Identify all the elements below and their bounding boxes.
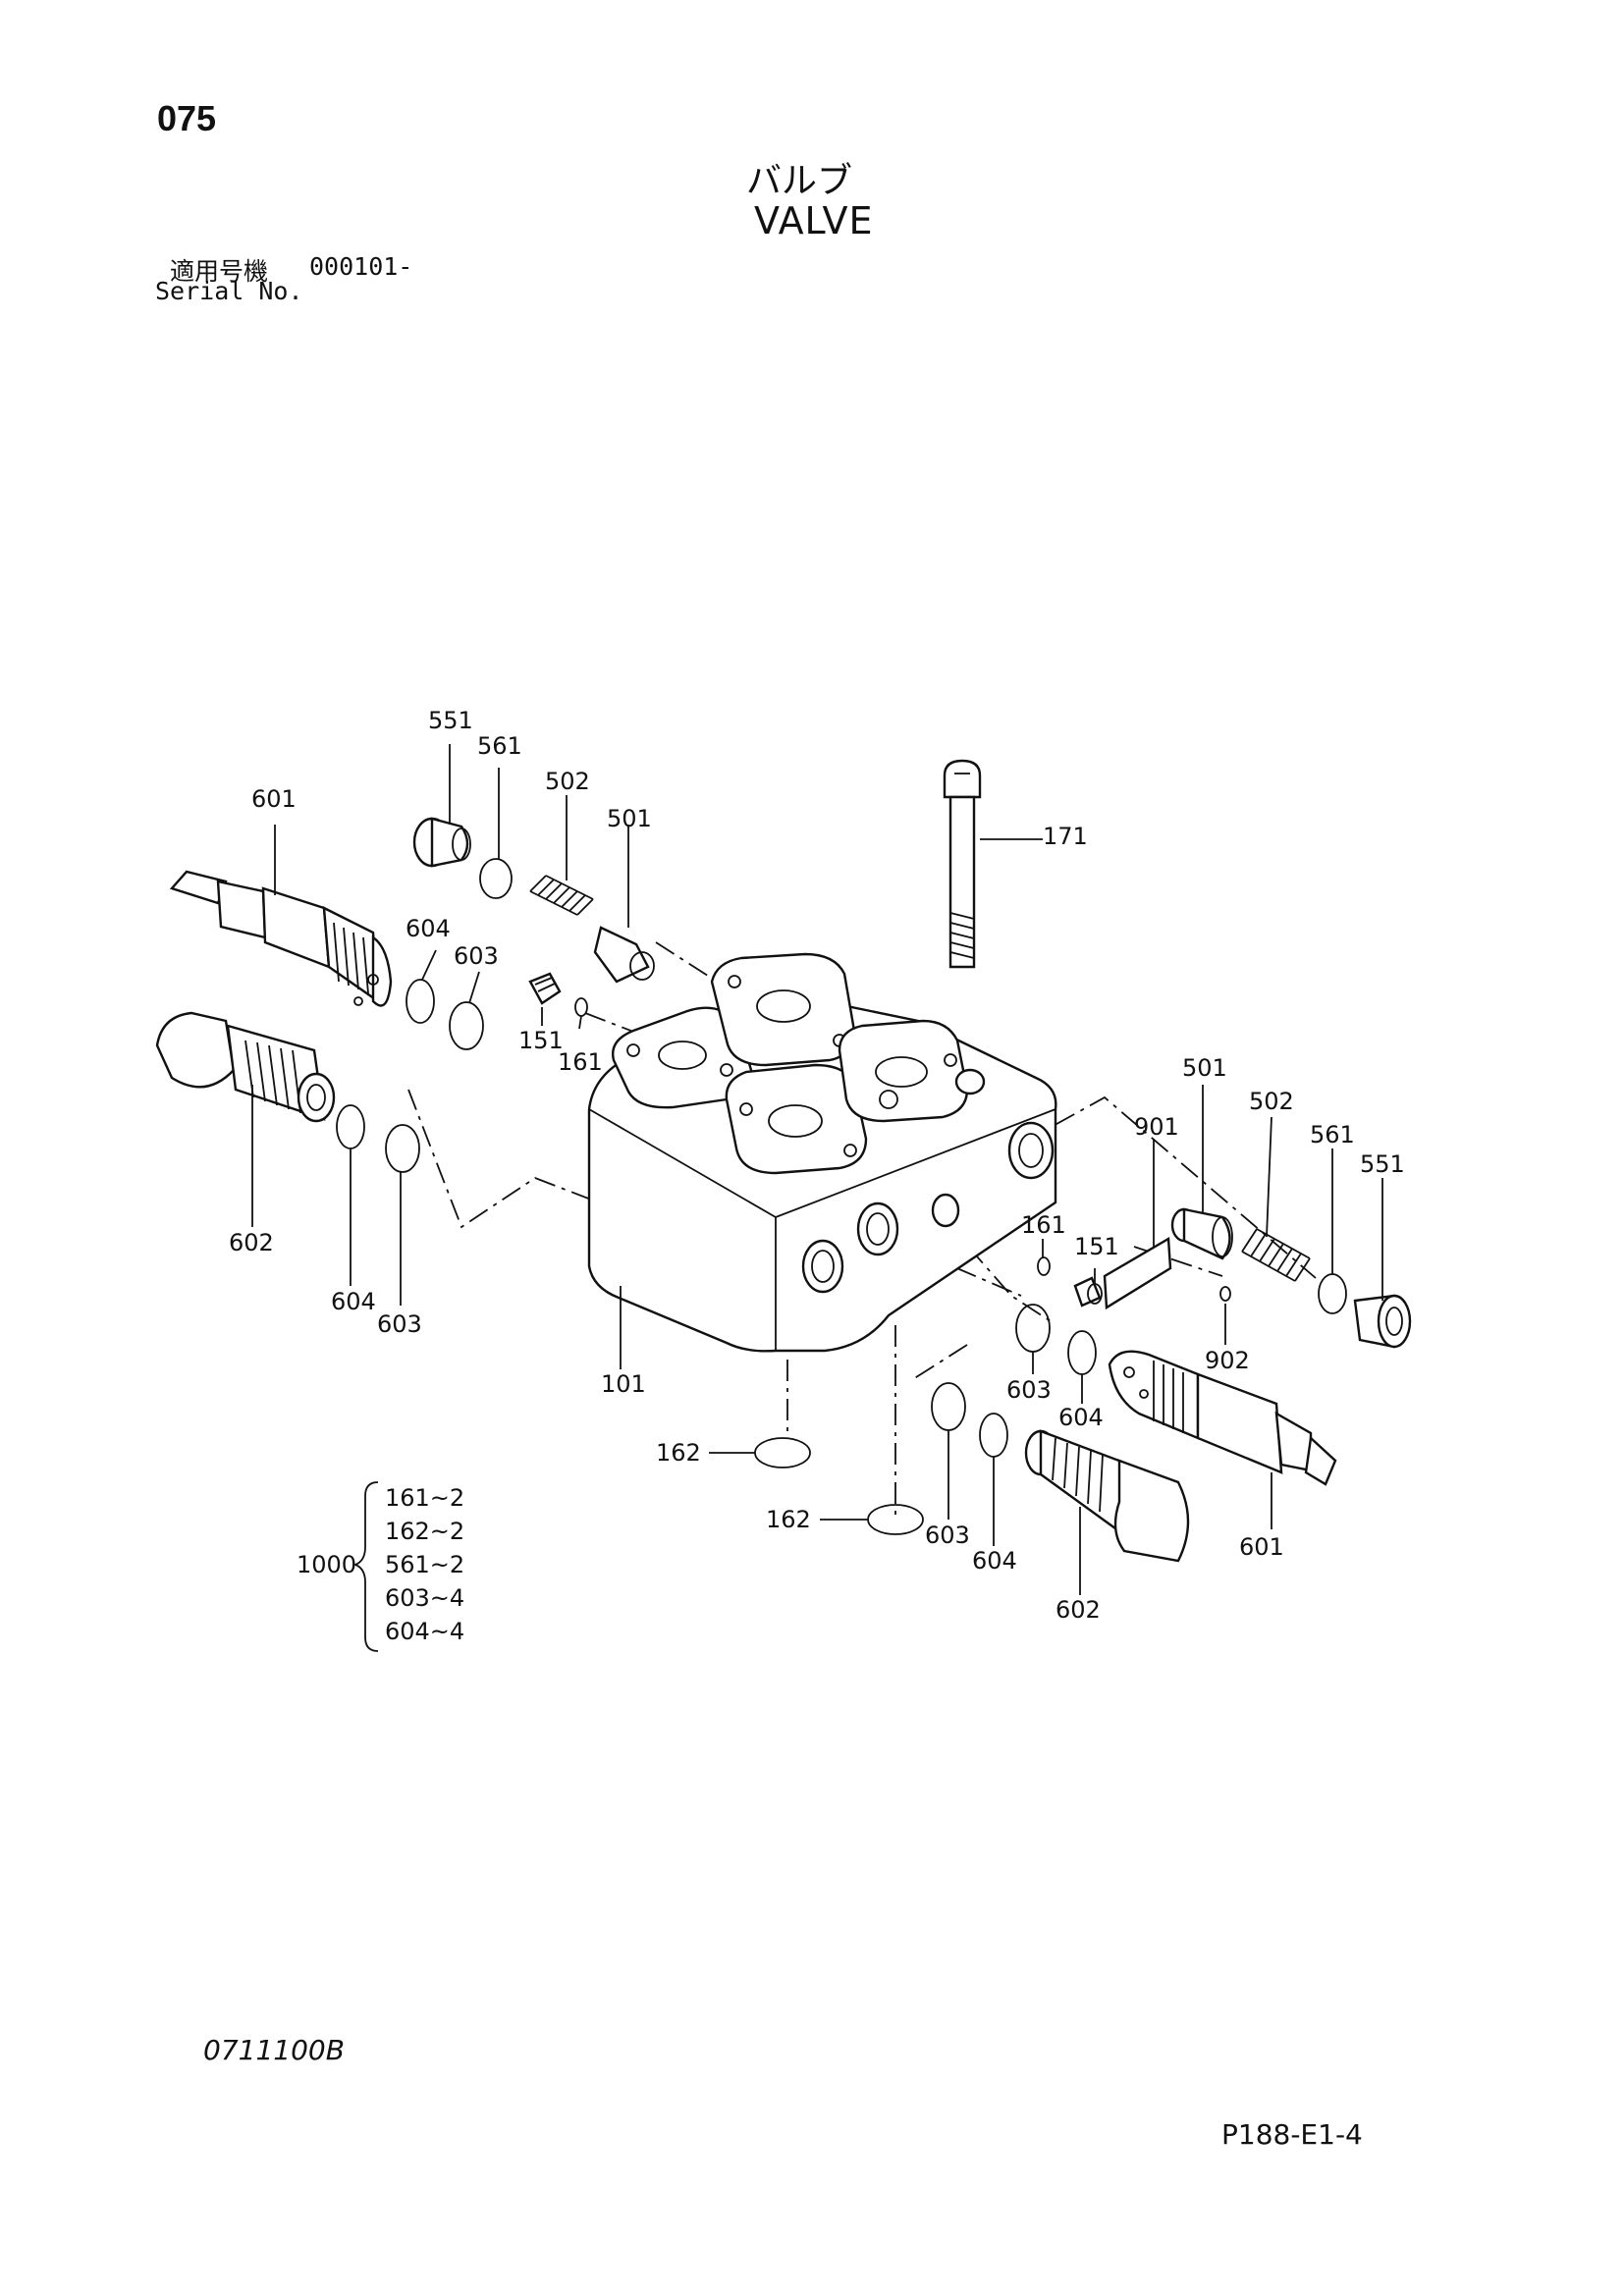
callout-602-right: 602 [1056, 1596, 1101, 1624]
page-code: P188-E1-4 [1221, 2118, 1363, 2151]
kit-number: 1000 [297, 1551, 357, 1578]
serial-label-jp: 適用号機 [170, 257, 269, 286]
cartridge-601-left [169, 870, 393, 1007]
callout-604-upper: 604 [406, 915, 451, 942]
drawing-code: 0711100B [203, 2034, 345, 2066]
o-ring-603-upper [449, 1001, 484, 1050]
callout-901: 901 [1134, 1113, 1179, 1141]
callout-101: 101 [601, 1370, 646, 1398]
title-japanese: バルブ [746, 161, 853, 201]
callout-171: 171 [1043, 823, 1088, 850]
cap-plug-551-left [412, 817, 471, 868]
snap-ring-604-lower [336, 1104, 365, 1149]
o-ring-561-right [1318, 1273, 1347, 1314]
snap-ring-604-bottom [979, 1413, 1008, 1458]
callout-602-left: 602 [229, 1229, 274, 1256]
o-ring-161-right [1037, 1256, 1051, 1276]
callout-551-left: 551 [428, 707, 473, 734]
callout-603-bottom: 603 [925, 1522, 970, 1549]
kit-item: 603~4 [385, 1584, 465, 1612]
callout-601-left: 601 [251, 785, 297, 813]
callout-603-lower: 603 [377, 1310, 422, 1338]
callout-502-right: 502 [1249, 1088, 1294, 1115]
spring-502-left [529, 875, 594, 916]
o-ring-161-left [574, 997, 588, 1017]
piston-501-left [593, 926, 655, 984]
page-number: 075 [157, 98, 217, 138]
callout-162-upper: 162 [656, 1439, 701, 1467]
callout-551-right: 551 [1360, 1150, 1405, 1178]
o-ring-162-upper [754, 1437, 811, 1468]
callout-151-right: 151 [1074, 1233, 1119, 1260]
callout-501-right: 501 [1182, 1054, 1227, 1082]
callout-603-mid: 603 [1006, 1376, 1052, 1404]
callout-502-left: 502 [545, 768, 590, 795]
bolt-171 [943, 759, 982, 969]
kit-brace [352, 1481, 379, 1652]
o-ring-603-mid [1015, 1304, 1051, 1353]
kit-item: 162~2 [385, 1518, 465, 1545]
o-ring-603-bottom [931, 1382, 966, 1431]
page-title: VALVE [754, 199, 874, 242]
snap-ring-604-upper [406, 979, 435, 1024]
kit-item: 161~2 [385, 1484, 465, 1512]
callout-902: 902 [1205, 1347, 1250, 1374]
callout-162-lower: 162 [766, 1506, 811, 1533]
screw-902 [1219, 1286, 1231, 1302]
callout-501-left: 501 [607, 805, 652, 832]
kit-item: 604~4 [385, 1618, 465, 1645]
callout-561-right: 561 [1310, 1121, 1355, 1148]
o-ring-603-lower [385, 1124, 420, 1173]
piston-501-right [1170, 1207, 1233, 1260]
callout-603-upper: 603 [454, 942, 499, 970]
valve-body-101 [587, 952, 1057, 1353]
callout-601-right: 601 [1239, 1533, 1284, 1561]
callout-561-left: 561 [477, 732, 522, 760]
snap-ring-604-mid [1067, 1330, 1097, 1375]
plug-151-right [1073, 1276, 1103, 1308]
plug-602-left [155, 1011, 336, 1123]
o-ring-162-lower [867, 1504, 924, 1535]
cap-plug-551-right [1353, 1294, 1412, 1349]
callout-151-left: 151 [518, 1027, 564, 1054]
plate-901 [1103, 1236, 1172, 1310]
leader-lines [251, 744, 1383, 1595]
kit-item: 561~2 [385, 1551, 465, 1578]
plug-602-right [1024, 1429, 1190, 1563]
serial-label-en: Serial No. [155, 277, 303, 305]
cartridge-601-right [1108, 1350, 1337, 1486]
o-ring-561-left [479, 858, 513, 899]
callout-604-lower: 604 [331, 1288, 376, 1315]
plug-151-left [528, 972, 562, 1005]
callout-161-right: 161 [1021, 1211, 1066, 1239]
serial-value: 000101- [309, 252, 413, 281]
callout-161-left: 161 [558, 1048, 603, 1076]
callout-604-bottom: 604 [972, 1547, 1017, 1575]
spring-502-right [1241, 1228, 1311, 1282]
callout-604-mid: 604 [1058, 1404, 1104, 1431]
